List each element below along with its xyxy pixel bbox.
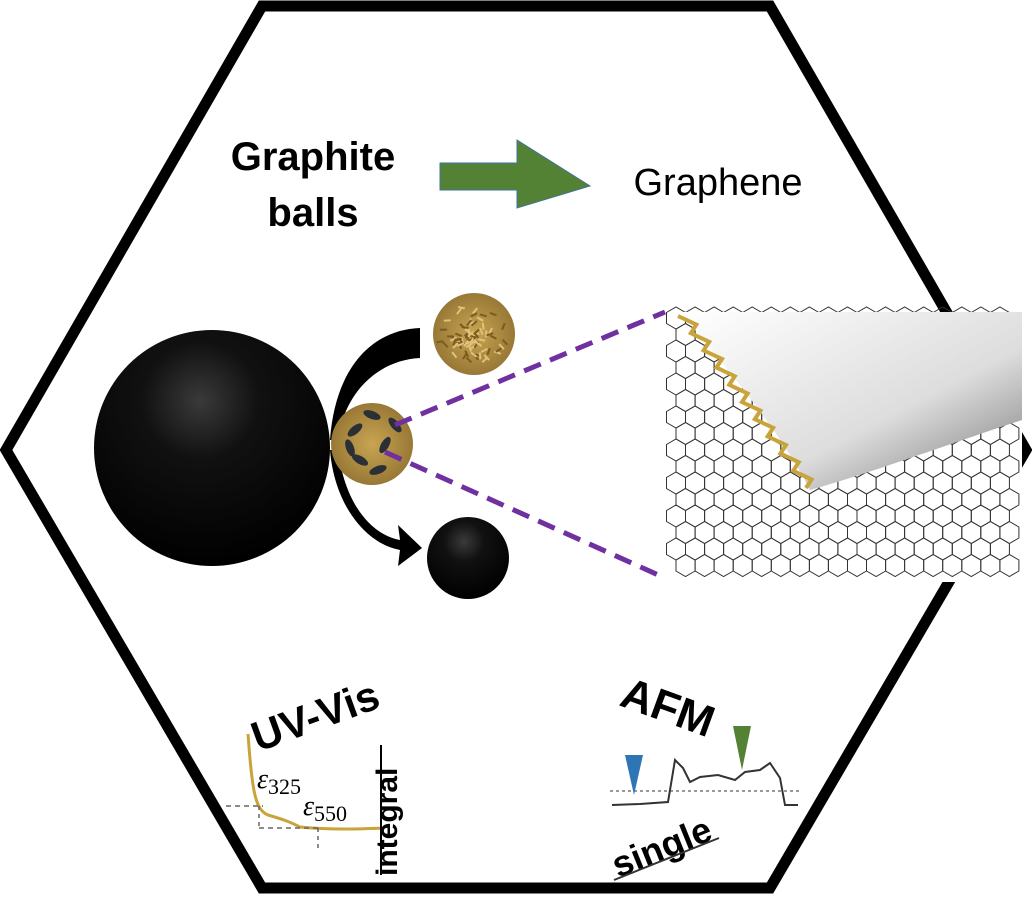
large-graphite-ball	[94, 330, 330, 566]
gold-strand	[483, 323, 484, 330]
gold-strand	[480, 352, 481, 359]
uvvis-title: UV-Vis	[245, 671, 385, 760]
afm-panel: AFM single	[606, 668, 800, 885]
zoom-dashed-line-lower	[385, 452, 665, 578]
integral-label: integral	[371, 768, 404, 876]
gold-strand	[447, 336, 454, 337]
afm-title: AFM	[615, 668, 721, 747]
process-arrow	[440, 140, 590, 208]
graphite-label-line1: Graphite	[231, 135, 395, 179]
graphene-lattice-panel	[667, 307, 1023, 582]
graphite-label-line2: balls	[267, 191, 358, 235]
gold-strand	[444, 320, 451, 321]
epsilon-550-label: ε550	[303, 791, 347, 826]
green-marker	[733, 726, 751, 770]
uvvis-panel: UV-Vis ε325 ε550 integral	[226, 671, 404, 876]
gold-strand	[455, 339, 462, 340]
gold-strand	[437, 341, 444, 342]
single-label: single	[606, 808, 718, 885]
small-graphite-ball	[427, 517, 509, 599]
graphene-label: Graphene	[633, 162, 802, 204]
blue-marker	[625, 755, 643, 795]
gold-strand	[462, 327, 469, 328]
epsilon-325-label: ε325	[257, 764, 301, 799]
